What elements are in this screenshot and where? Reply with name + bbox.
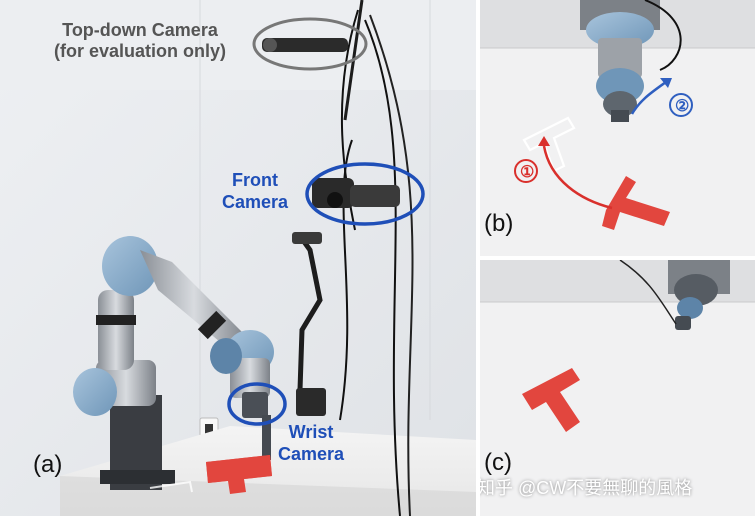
panel-a-photo: Top-down Camera (for evaluation only) Fr… — [0, 0, 476, 516]
panel-c-photo: (c) 知乎 @CW不要無聊的風格 — [480, 260, 755, 516]
panel-b-photo: ① ② (b) — [480, 0, 755, 256]
watermark: 知乎 @CW不要無聊的風格 — [480, 478, 693, 498]
step-2-marker: ② — [675, 98, 690, 115]
top-down-camera-label: Top-down Camera (for evaluation only) — [53, 20, 226, 61]
front-camera-label: Front Camera — [221, 170, 289, 212]
panel-b-tag: (b) — [484, 210, 514, 237]
wrist-camera-label: Wrist Camera — [277, 422, 345, 464]
panel-c-tag: (c) — [484, 449, 512, 476]
step-1-marker: ① — [520, 164, 535, 181]
panel-a-tag: (a) — [33, 451, 63, 478]
